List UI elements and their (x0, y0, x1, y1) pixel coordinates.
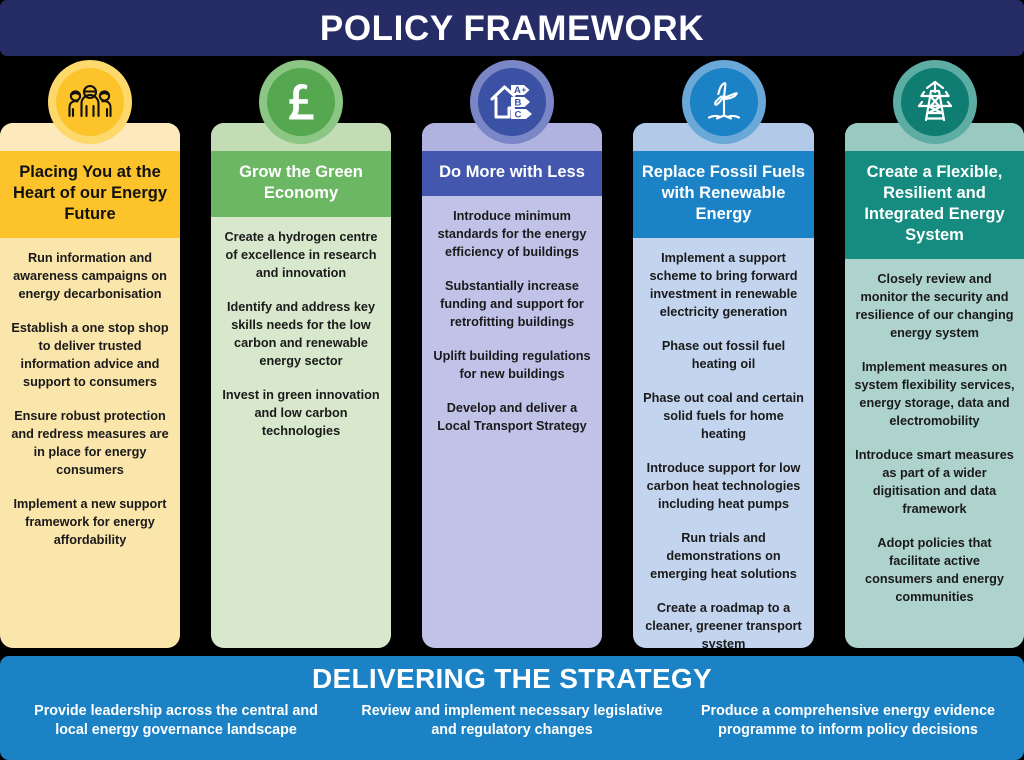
house-energy-rating-icon: A + B C (470, 60, 554, 144)
svg-text:A: A (514, 85, 521, 96)
pound-sterling-icon (259, 60, 343, 144)
pillar-body: Implement a support scheme to bring forw… (633, 238, 814, 648)
pillar-item: Closely review and monitor the security … (855, 271, 1014, 340)
footer-item: Review and implement necessary legislati… (361, 703, 663, 739)
pillar-do-more-with-less[interactable]: Do More with Less Introduce minimum stan… (422, 123, 602, 648)
page-title: POLICY FRAMEWORK (319, 8, 705, 48)
svg-text:+: + (522, 85, 527, 94)
pillar-item: Identify and address key skills needs fo… (226, 300, 376, 369)
pillar-header: Create a Flexible, Resilient and Integra… (845, 151, 1024, 259)
pillar-item: Establish a one stop shop to deliver tru… (11, 320, 169, 390)
pillar-grow-the-green-economy[interactable]: Grow the Green Economy Create a hydrogen… (211, 123, 391, 648)
pillar-item: Run information and awareness campaigns … (13, 250, 167, 301)
pillar-item: Create a roadmap to a cleaner, greener t… (645, 601, 802, 648)
pillar-item: Run trials and demonstrations on emergin… (650, 531, 797, 582)
pillar-placing-you-at-the-heart[interactable]: Placing You at the Heart of our Energy F… (0, 123, 180, 648)
pillar-item: Substantially increase funding and suppo… (440, 279, 584, 330)
pillar-flexible-resilient-integrated[interactable]: Create a Flexible, Resilient and Integra… (845, 123, 1024, 648)
pillar-item: Create a hydrogen centre of excellence i… (224, 229, 378, 280)
pillar-item: Uplift building regulations for new buil… (433, 349, 591, 382)
pillar-header: Grow the Green Economy (211, 151, 391, 217)
pillar-header: Do More with Less (422, 151, 602, 196)
footer-banner: DELIVERING THE STRATEGY Provide leadersh… (0, 656, 1024, 760)
pillar-body: Create a hydrogen centre of excellence i… (211, 217, 391, 648)
electricity-pylon-icon (892, 60, 977, 144)
pillar-header: Replace Fossil Fuels with Renewable Ener… (633, 151, 814, 238)
pillar-body: Closely review and monitor the security … (845, 259, 1024, 648)
pillar-item: Phase out coal and certain solid fuels f… (643, 391, 804, 442)
svg-text:C: C (515, 109, 522, 120)
pillar-item: Implement a support scheme to bring forw… (649, 250, 798, 319)
footer-items: Provide leadership across the central an… (8, 702, 1016, 740)
footer-item: Provide leadership across the central an… (34, 703, 318, 739)
pillar-item: Adopt policies that facilitate active co… (865, 536, 1004, 605)
pillar-item: Invest in green innovation and low carbo… (222, 388, 380, 439)
people-group-icon (48, 60, 132, 144)
pillar-item: Implement measures on system flexibility… (854, 359, 1015, 429)
pillar-item: Phase out fossil fuel heating oil (661, 338, 786, 372)
pillar-body: Introduce minimum standards for the ener… (422, 196, 602, 648)
pillar-title: Do More with Less (439, 163, 585, 181)
wind-turbine-icon (681, 60, 766, 144)
pillar-item: Implement a new support framework for en… (13, 497, 167, 548)
pillar-title: Grow the Green Economy (239, 163, 363, 202)
pillar-replace-fossil-fuels[interactable]: Replace Fossil Fuels with Renewable Ener… (633, 123, 814, 648)
pillar-header: Placing You at the Heart of our Energy F… (0, 151, 180, 238)
pillar-item: Develop and deliver a Local Transport St… (437, 401, 587, 434)
pillar-item: Introduce minimum standards for the ener… (437, 208, 587, 260)
pillar-body: Run information and awareness campaigns … (0, 238, 180, 648)
footer-item: Produce a comprehensive energy evidence … (700, 703, 995, 739)
pillar-columns: Placing You at the Heart of our Energy F… (0, 60, 1024, 648)
pillar-item: Introduce support for low carbon heat te… (646, 461, 801, 512)
pillar-title: Create a Flexible, Resilient and Integra… (864, 163, 1005, 244)
svg-text:B: B (515, 97, 522, 108)
pillar-title: Replace Fossil Fuels with Renewable Ener… (641, 163, 806, 223)
pillar-title: Placing You at the Heart of our Energy F… (12, 163, 168, 223)
pillar-item: Introduce smart measures as part of a wi… (855, 448, 1014, 517)
footer-title: DELIVERING THE STRATEGY (312, 663, 712, 694)
pillar-item: Ensure robust protection and redress mea… (11, 409, 169, 478)
header-banner: POLICY FRAMEWORK (0, 0, 1024, 56)
